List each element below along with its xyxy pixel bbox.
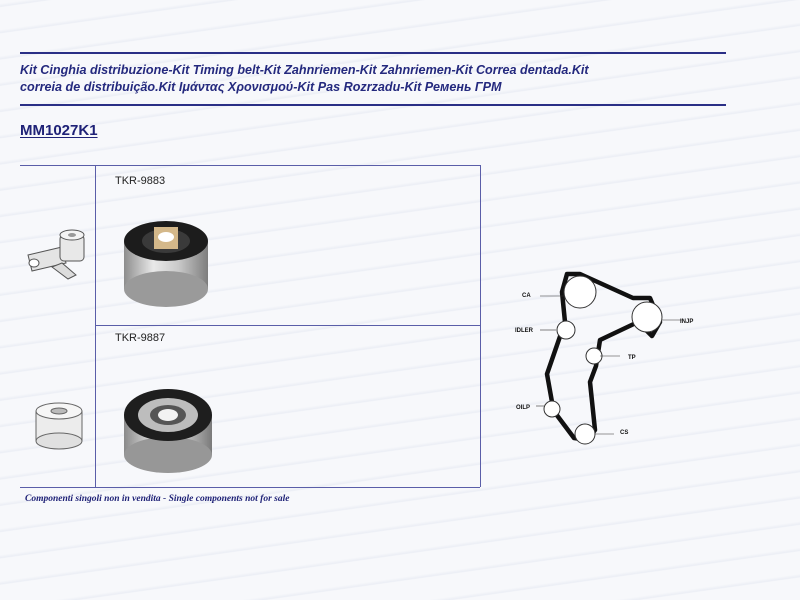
roller-tkr-9887-image <box>124 389 212 473</box>
label-cs: CS <box>620 430 628 436</box>
panel-right-border <box>480 165 481 487</box>
label-ca: CA <box>522 293 531 299</box>
panel-divider-vertical <box>95 165 96 487</box>
title-line-2: correia de distribuição.Kit Ιμάντας Χρον… <box>20 80 502 94</box>
label-idler: IDLER <box>515 328 534 334</box>
tensioner-arm-sketch <box>27 229 85 280</box>
idler-roller-sketch <box>35 402 83 450</box>
component-label-1: TKR-9883 <box>115 175 166 187</box>
roller-tkr-9883-image <box>124 221 208 307</box>
panel-divider-horizontal <box>95 325 480 326</box>
top-rule <box>20 52 726 54</box>
belt-routing-diagram: CA INJP IDLER TP OILP CS <box>515 271 693 445</box>
label-inj: INJP <box>680 319 693 325</box>
title-line-1: Kit Cinghia distribuzione-Kit Timing bel… <box>20 63 589 77</box>
document-title: Kit Cinghia distribuzione-Kit Timing bel… <box>20 62 720 96</box>
panel-bottom-border <box>20 487 480 488</box>
title-rule <box>20 104 726 106</box>
panel-top-border <box>20 165 480 166</box>
kit-code: MM1027K1 <box>20 122 98 139</box>
footnote: Componenti singoli non in vendita - Sing… <box>25 494 290 504</box>
component-label-2: TKR-9887 <box>115 332 166 344</box>
components-panel: TKR-9883 TKR-9887 <box>20 165 481 488</box>
label-tp: TP <box>628 355 636 361</box>
label-oilp: OILP <box>516 405 530 411</box>
